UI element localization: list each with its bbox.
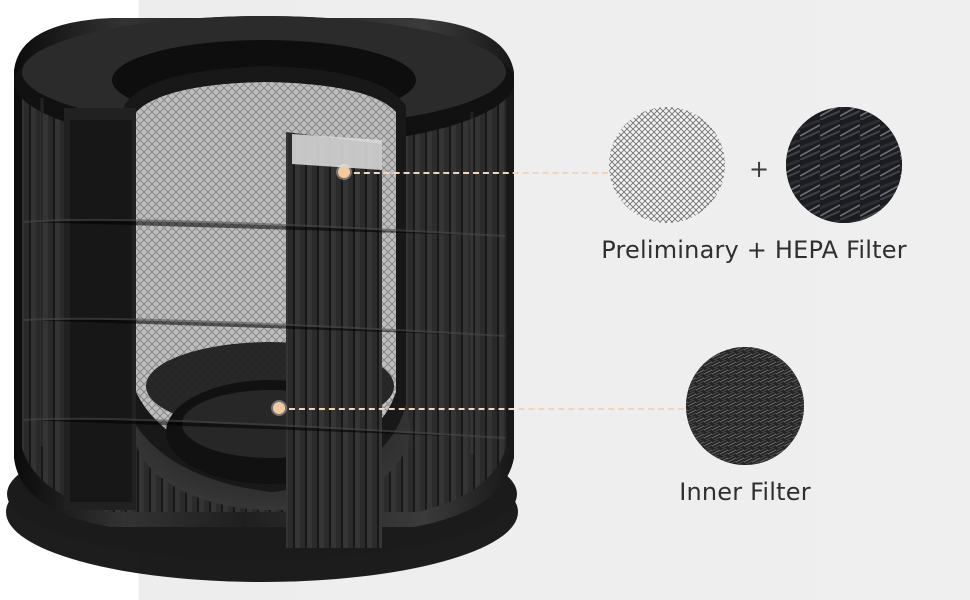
callout-dot-preliminary [338, 166, 350, 178]
callout-line-preliminary [344, 172, 608, 174]
plus-symbol: + [748, 155, 770, 183]
preliminary-sample-icon [609, 107, 725, 223]
inner-sample-icon [686, 347, 804, 465]
callout-line-inner [279, 408, 684, 410]
callout-dot-inner [273, 402, 285, 414]
preliminary-hepa-label: Preliminary + HEPA Filter [601, 236, 907, 264]
hepa-sample-icon [786, 107, 902, 223]
inner-filter-label: Inner Filter [679, 478, 811, 506]
